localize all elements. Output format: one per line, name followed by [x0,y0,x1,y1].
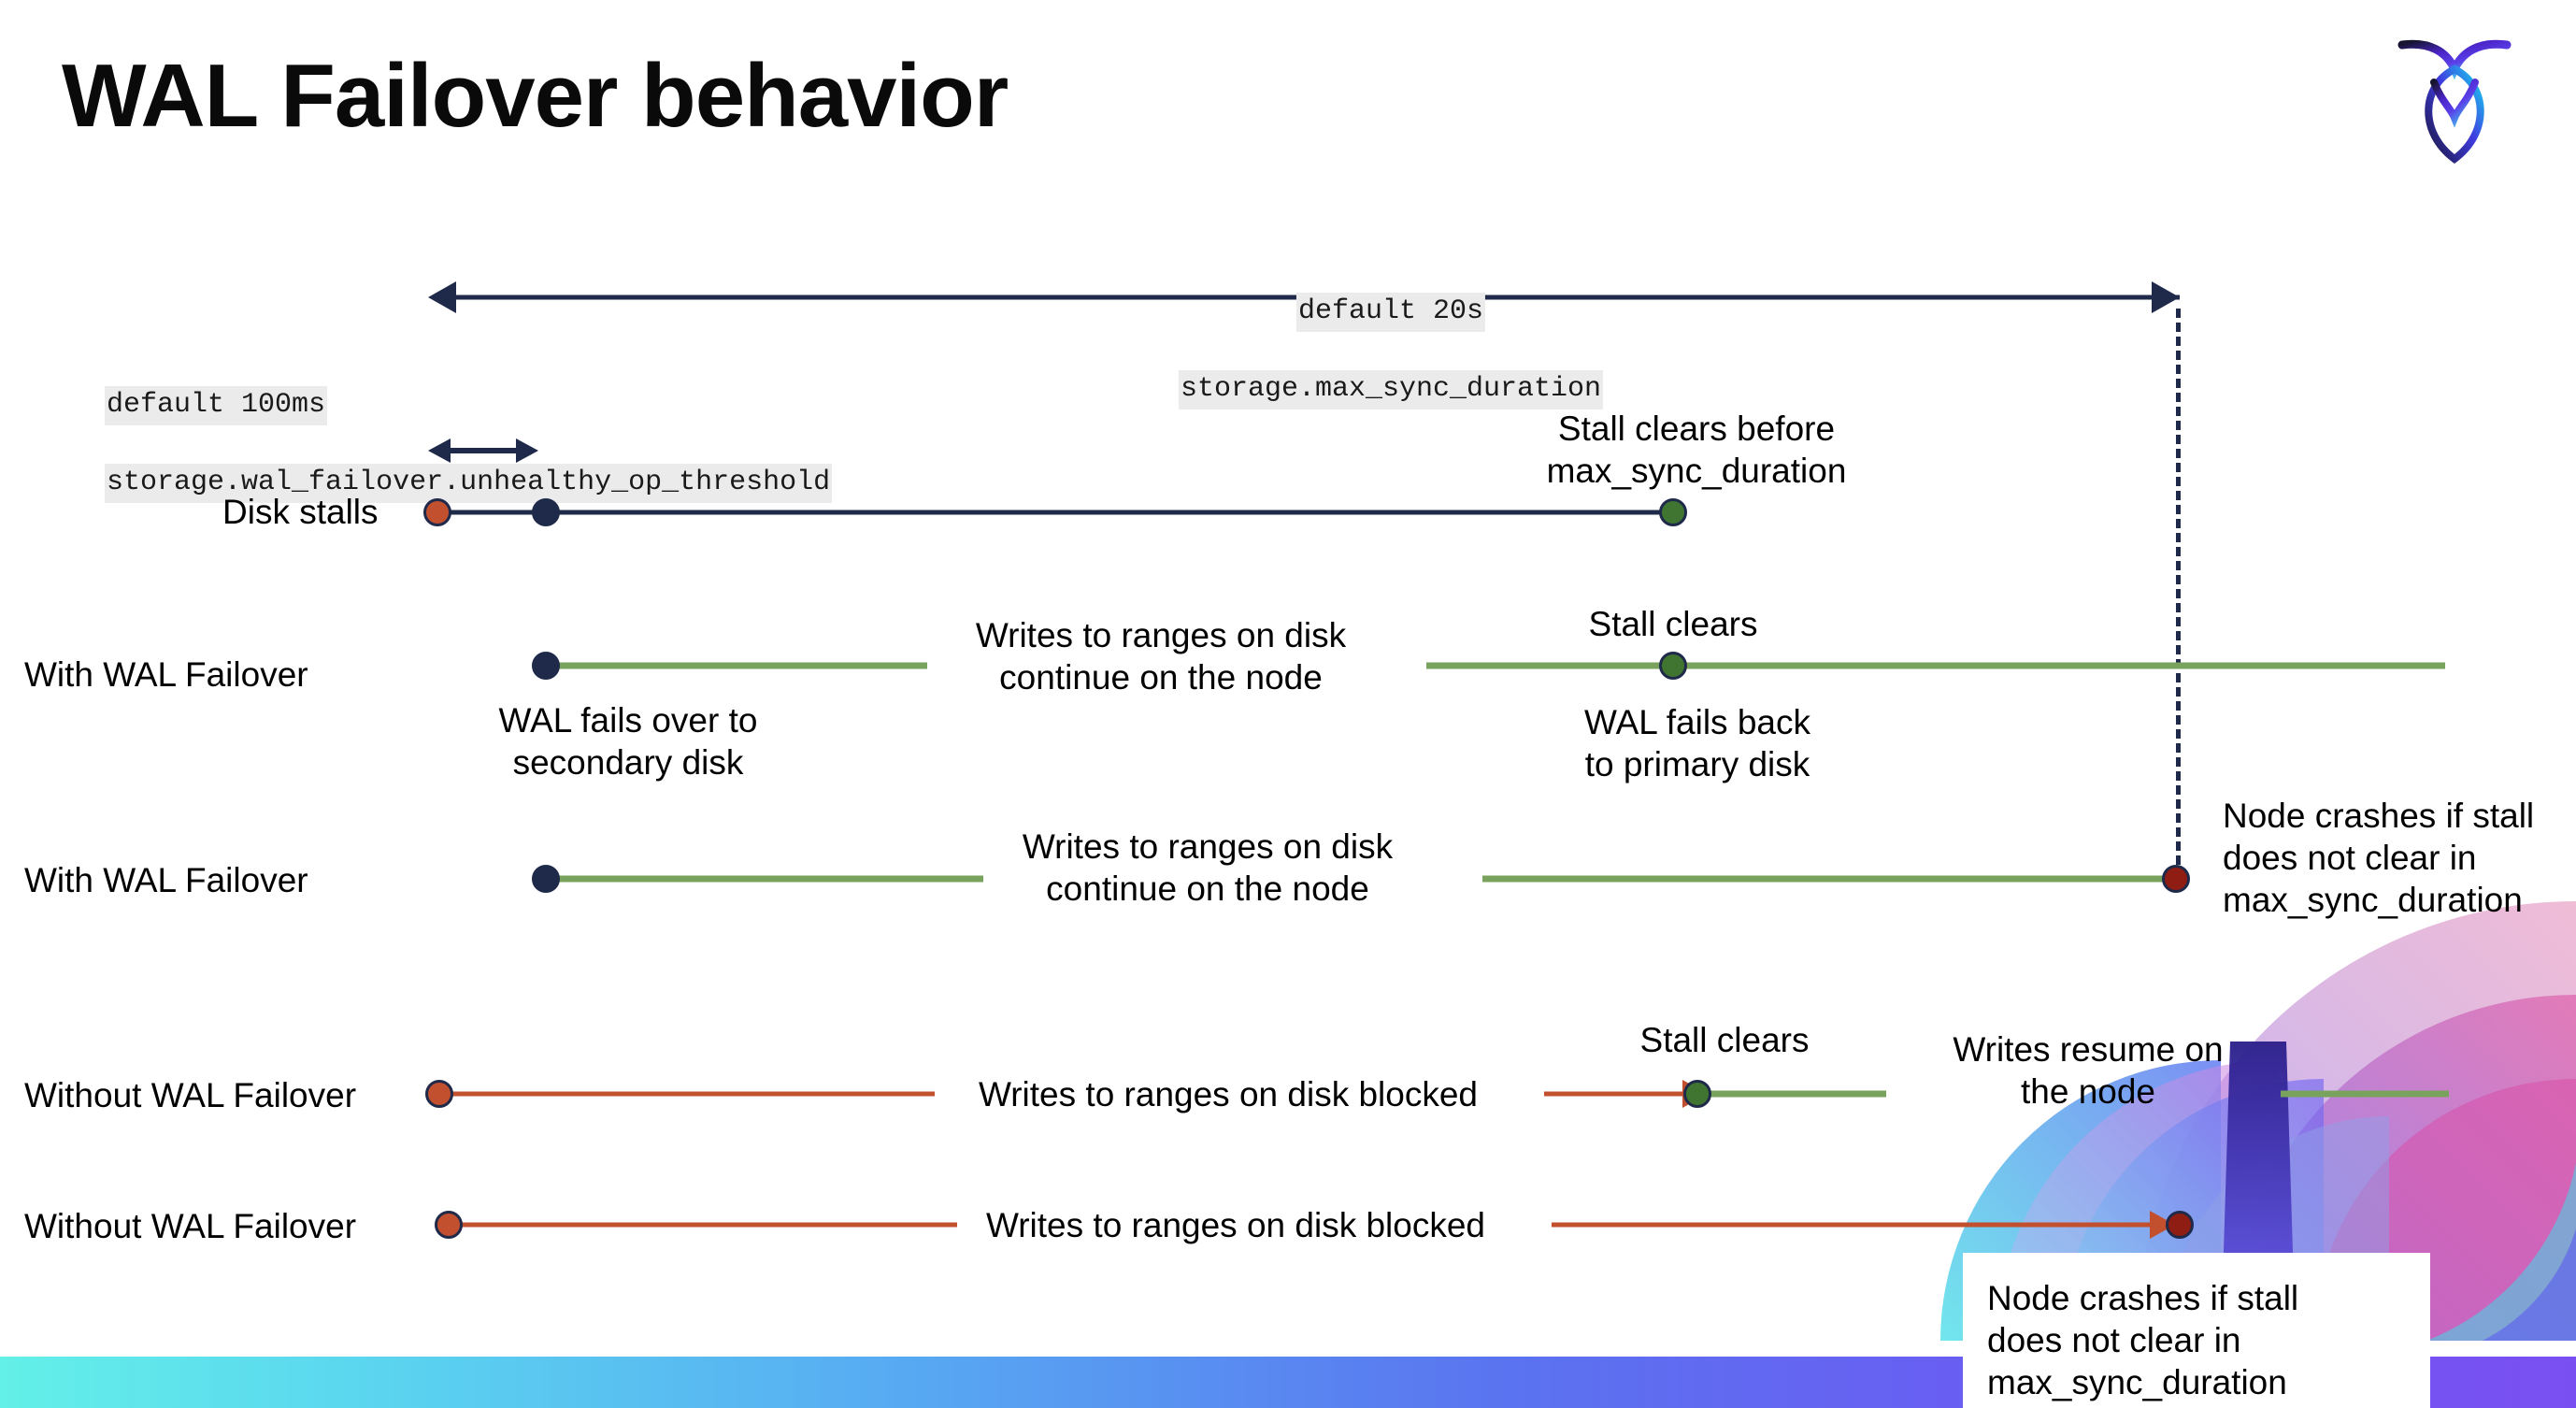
with-wal-1-failover-dot [532,652,560,680]
with-wal-1-line-left [546,662,927,669]
without-wal-2-node-crash-dot [2166,1211,2194,1239]
note-wal-fails-back: WAL fails back to primary disk [1584,703,1810,784]
max-sync-arrow-left-head [428,281,456,313]
note-stall-clears-1: Stall clears [1588,605,1758,643]
note-stall-clears-2: Stall clears [1639,1021,1810,1059]
disk-stall-start-dot [423,498,451,526]
without-wal-1-stall-clears-dot [1683,1080,1711,1108]
with-wal-1-stall-clears-dot [1659,652,1687,680]
disk-stalls-line [437,510,1673,515]
cockroachdb-logo-icon [2389,28,2520,168]
unhealthy-op-threshold-annotation: default 100ms storage.wal_failover.unhea… [37,348,833,541]
note-wal-fails-over: WAL fails over to secondary disk [498,701,758,783]
unhealthy-setting-label: storage.wal_failover.unhealthy_op_thresh… [105,464,833,503]
max-sync-arrow-right-head [2152,281,2180,313]
with-wal-2-line-left [546,875,983,883]
note-stall-clears-before-max: Stall clears before max_sync_duration [1546,409,1847,491]
with-wal-2-line-right [1482,875,2180,883]
lane-label-without-wal-failover-1: Without WAL Failover [24,1076,357,1114]
without-wal-2-line-left [458,1222,957,1228]
disk-stall-clears-dot [1659,498,1687,526]
without-wal-1-stall-start-dot [425,1080,453,1108]
disk-stall-failover-dot [532,498,560,526]
lane-label-without-wal-failover-2: Without WAL Failover [24,1207,357,1245]
callout-node-crashes: Node crashes if stall does not clear in … [1963,1253,2430,1408]
unhealthy-default-label: default 100ms [105,386,328,425]
max-sync-dashed-connector [2176,309,2181,879]
without-wal-1-line-left [447,1091,935,1097]
lane-label-with-wal-failover-1: With WAL Failover [24,655,308,694]
threshold-arrow-line [449,448,516,453]
note-writes-resume: Writes resume on the node [1953,1030,2224,1112]
without-wal-1-line-far-right [2281,1090,2449,1098]
with-wal-2-node-crash-dot [2162,865,2190,893]
without-wal-1-line-mid [1544,1091,1682,1097]
max-sync-default-label: default 20s [1295,293,1486,332]
note-writes-blocked-2: Writes to ranges on disk blocked [985,1206,1486,1244]
without-wal-1-line-right [1710,1090,1886,1098]
note-node-crashes-2: Node crashes if stall does not clear in … [1987,1279,2299,1402]
with-wal-2-failover-dot [532,865,560,893]
lane-label-disk-stalls: Disk stalls [222,493,379,531]
max-sync-duration-annotation: default 20s storage.max_sync_duration [1111,254,1604,448]
note-writes-continue-2: Writes to ranges on disk continue on the… [1022,827,1394,909]
threshold-arrow-right-head [516,438,538,463]
note-writes-continue-1: Writes to ranges on disk continue on the… [975,616,1347,697]
without-wal-2-stall-start-dot [435,1211,463,1239]
page-title: WAL Failover behavior [62,46,1009,146]
max-sync-setting-label: storage.max_sync_duration [1178,370,1604,409]
without-wal-2-line-right [1552,1222,2159,1228]
note-writes-blocked-1: Writes to ranges on disk blocked [978,1075,1479,1113]
with-wal-1-line-right [1426,662,2445,669]
note-node-crashes-1: Node crashes if stall does not clear in … [2223,797,2535,920]
lane-label-with-wal-failover-2: With WAL Failover [24,861,308,899]
threshold-arrow-left-head [428,438,451,463]
